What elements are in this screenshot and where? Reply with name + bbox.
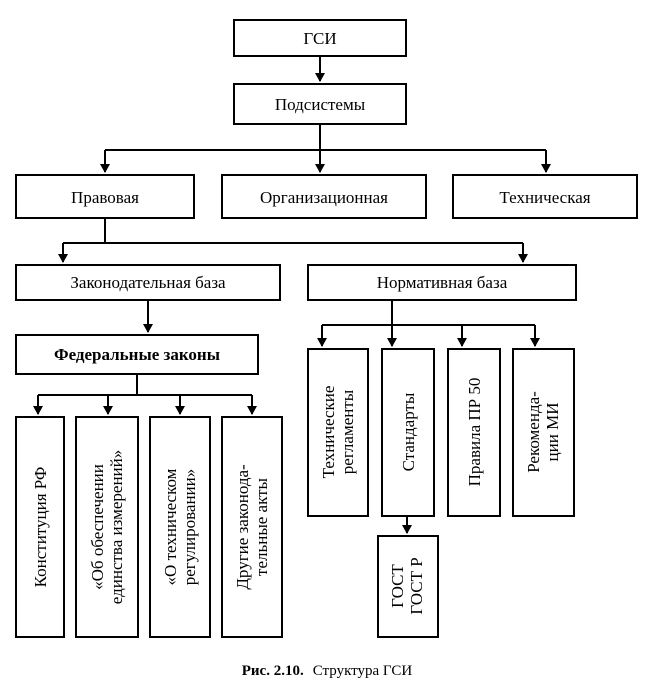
node-organizational-label: Организационная: [260, 188, 388, 207]
node-tech-regs-line1: Технические: [319, 386, 338, 479]
node-law-regulation-line1: «О техническом: [161, 468, 180, 585]
node-standards-label: Стандарты: [399, 392, 418, 471]
node-subsystems: Подсистемы: [233, 83, 407, 125]
caption-text: Структура ГСИ: [313, 663, 413, 679]
connectors: [33, 56, 551, 534]
node-tech-regs-line2: регламенты: [338, 389, 357, 474]
node-organizational: Организационная: [221, 174, 427, 219]
node-law-uniformity-line2: единства измерений»: [107, 450, 126, 604]
node-legal: Правовая: [15, 174, 195, 219]
node-rules-pr50: Правила ПР 50: [447, 348, 501, 517]
node-other-acts-line1: Другие законода-: [233, 464, 252, 590]
node-subsystems-label: Подсистемы: [275, 95, 366, 114]
node-gost-line2: ГОСТ Р: [407, 557, 426, 614]
node-law-regulation-line2: регулировании»: [180, 469, 199, 586]
node-recommendations-line1: Рекоменда-: [524, 391, 543, 473]
node-federal-laws: Федеральные законы: [15, 334, 259, 375]
node-law-uniformity-line1: «Об обеспечении: [88, 464, 107, 590]
node-gost: ГОСТ ГОСТ Р: [377, 535, 439, 638]
node-gsi-label: ГСИ: [303, 29, 336, 48]
figure-caption: Рис. 2.10. Структура ГСИ: [242, 662, 413, 679]
node-recommendations: Рекоменда- ции МИ: [512, 348, 575, 517]
node-law-regulation: «О техническом регулировании»: [149, 416, 211, 638]
node-constitution: Конституция РФ: [15, 416, 65, 638]
node-gost-line1: ГОСТ: [388, 564, 407, 608]
node-law-uniformity: «Об обеспечении единства измерений»: [75, 416, 139, 638]
node-constitution-label: Конституция РФ: [31, 467, 50, 588]
node-legislative-base-label: Законодательная база: [70, 273, 226, 292]
node-rules-pr50-label: Правила ПР 50: [465, 378, 484, 487]
node-gsi: ГСИ: [233, 19, 407, 57]
node-other-acts: Другие законода- тельные акты: [221, 416, 283, 638]
node-federal-laws-label: Федеральные законы: [54, 345, 220, 364]
node-other-acts-line2: тельные акты: [252, 477, 271, 576]
node-legal-label: Правовая: [71, 188, 139, 207]
node-standards: Стандарты: [381, 348, 435, 517]
node-recommendations-line2: ции МИ: [543, 403, 562, 462]
node-legislative-base: Законодательная база: [15, 264, 281, 301]
node-technical: Техническая: [452, 174, 638, 219]
node-technical-label: Техническая: [499, 188, 590, 207]
node-normative-base: Нормативная база: [307, 264, 577, 301]
node-normative-base-label: Нормативная база: [377, 273, 508, 292]
caption-label: Рис. 2.10.: [242, 663, 304, 679]
node-tech-regs: Технические регламенты: [307, 348, 369, 517]
